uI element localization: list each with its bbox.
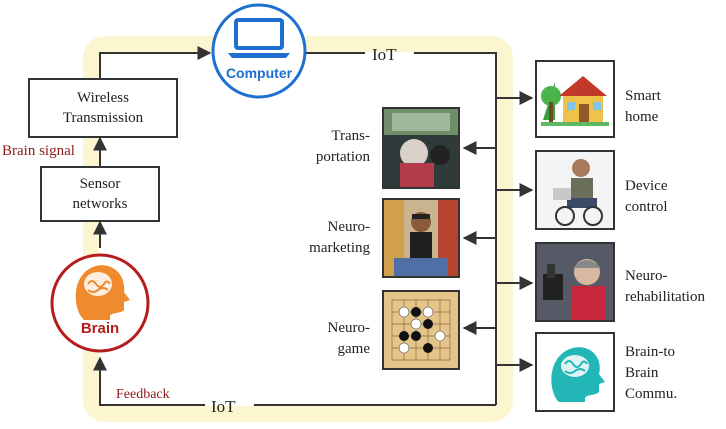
device-control-label-line-2: control <box>625 199 668 215</box>
laptop-icon <box>228 18 290 58</box>
smart-home-box <box>535 60 615 138</box>
smart-home-label-line-2: home <box>625 109 659 125</box>
computer-label: Computer <box>225 65 293 81</box>
neurogame-label-line-1: Neuro- <box>327 320 370 336</box>
neuro-rehabilitation-label: Neuro- rehabilitation <box>625 266 705 308</box>
brain-to-brain-box <box>535 332 615 412</box>
smart-home-label-line-1: Smart <box>625 88 661 104</box>
brain-signal-label: Brain signal <box>2 143 75 159</box>
brain-head-icon <box>75 265 130 320</box>
smart-home-label: Smart home <box>625 86 661 128</box>
brain-to-brain-label-line-1: Brain-to <box>625 344 675 360</box>
feedback-label: Feedback <box>116 387 170 402</box>
brain-label: Brain <box>80 320 120 337</box>
sensor-label-line-1: Sensor <box>79 176 121 192</box>
iot-top-line-2 <box>414 52 497 405</box>
sensor-networks-box: Sensor networks <box>40 166 160 222</box>
iot-top-label: IoT <box>372 45 397 64</box>
neuromarketing-label: Neuro- marketing <box>280 217 370 259</box>
transportation-label-line-1: Trans- <box>331 128 370 144</box>
house-icon <box>541 76 609 126</box>
wireless-to-computer-arrow <box>99 46 212 78</box>
neuro-rehabilitation-label-line-1: Neuro- <box>625 268 668 284</box>
neuromarketing-label-line-2: marketing <box>309 240 370 256</box>
iot-bottom-label: IoT <box>211 397 236 416</box>
transportation-label: Trans- portation <box>290 126 370 168</box>
transportation-photo <box>382 107 460 189</box>
neurogame-label: Neuro- game <box>290 318 370 360</box>
neurogame-photo <box>382 290 460 370</box>
brain-to-brain-label: Brain-to Brain Commu. <box>625 342 677 405</box>
computer-node <box>211 3 307 99</box>
brain-to-brain-label-line-3: Commu. <box>625 386 678 402</box>
brain-to-brain-label-line-2: Brain <box>625 365 659 381</box>
neuro-rehabilitation-label-line-2: rehabilitation <box>625 289 705 305</box>
brain-node <box>50 253 150 353</box>
neuromarketing-photo <box>382 198 460 278</box>
wireless-transmission-box: Wireless Transmission <box>28 78 178 138</box>
device-control-photo <box>535 150 615 230</box>
device-control-label: Device control <box>625 176 668 218</box>
connection-lines <box>93 46 534 406</box>
neuro-rehabilitation-photo <box>535 242 615 322</box>
sensor-label-line-2: networks <box>72 196 128 212</box>
wireless-label-line-1: Wireless <box>77 90 129 106</box>
transportation-label-line-2: portation <box>315 149 370 165</box>
head-profile-icon <box>551 347 605 402</box>
neurogame-label-line-2: game <box>337 341 370 357</box>
neuromarketing-label-line-1: Neuro- <box>327 219 370 235</box>
wireless-label-line-2: Transmission <box>62 110 144 126</box>
device-control-label-line-1: Device <box>625 178 668 194</box>
feedback-arrow <box>93 356 205 406</box>
